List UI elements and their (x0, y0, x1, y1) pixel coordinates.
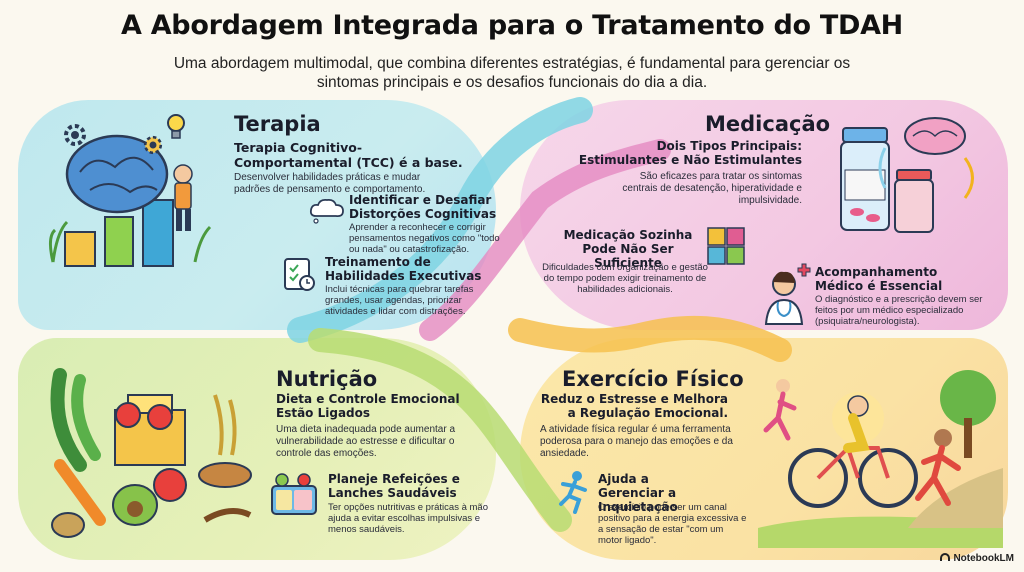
nutricao-item1-text: Ter opções nutritivas e práticas à mão a… (328, 502, 488, 535)
lunchbox-icon (271, 473, 317, 515)
checklist-icon (284, 258, 315, 291)
exercicio-item1-title: Ajuda a Gerenciar a Inquietação (598, 472, 678, 514)
medicacao-desc: São eficazes para tratar os sintomas cen… (622, 171, 802, 206)
terapia-title: Terapia (234, 112, 321, 136)
page-title: A Abordagem Integrada para o Tratamento … (121, 10, 903, 41)
terapia-item2-text: Inclui técnicas para quebrar tarefas gra… (325, 284, 474, 317)
brand-label: NotebookLM (953, 553, 1014, 564)
pill-bottles-icon (840, 117, 974, 233)
nutricao-item1-title: Planeje Refeições e Lanches Saudáveis (328, 472, 460, 500)
lightbulb-icon (167, 114, 185, 139)
medicacao-item1-title: Medicação Sozinha Pode Não Ser Suficient… (563, 228, 693, 270)
medicacao-item2-title: Acompanhamento Médico é Essencial (815, 265, 943, 293)
notebook-icon (940, 553, 951, 561)
terapia-item1-title: Identificar e Desafiar Distorções Cognit… (349, 193, 497, 221)
medicacao-item1-text: Dificuldades com organização e gestão do… (542, 262, 708, 295)
vegetables-icon (50, 368, 252, 538)
medicacao-title: Medicação (705, 112, 831, 136)
nutricao-desc: Uma dieta inadequada pode aumentar a vul… (276, 424, 456, 459)
page-subtitle: Uma abordagem multimodal, que combina di… (173, 55, 851, 91)
exercicio-item1-text: O exercício pode ser um canal positivo p… (598, 502, 747, 546)
runner-icon (559, 471, 587, 514)
thought-cloud-icon (309, 198, 344, 224)
medicacao-lead: Dois Tipos Principais: Estimulantes e Nã… (578, 139, 802, 167)
exercicio-desc: A atividade física regular é uma ferrame… (540, 424, 733, 459)
gear-icon (64, 124, 86, 146)
terapia-desc: Desenvolver habilidades práticas e mudar… (234, 172, 426, 195)
medical-cross-icon (797, 263, 811, 277)
terapia-item1-text: Aprender a reconhecer e corrigir pensame… (349, 222, 500, 255)
gear-icon (143, 135, 163, 155)
puzzle-icon (707, 227, 745, 265)
terapia-item2-title: Treinamento de Habilidades Executivas (325, 255, 482, 283)
exercicio-title: Exercício Físico (562, 367, 744, 391)
medicacao-item2-text: O diagnóstico e a prescrição devem ser f… (815, 294, 983, 327)
doctor-icon (764, 271, 804, 325)
nutricao-title: Nutrição (276, 367, 378, 391)
brand-logo: NotebookLM (940, 553, 1014, 564)
nutricao-lead: Dieta e Controle Emocional Estão Ligados (276, 392, 460, 420)
exercicio-lead: Reduz o Estresse e Melhora a Regulação E… (540, 392, 728, 420)
cyclist-icon (758, 370, 1003, 548)
brain-icon (48, 134, 212, 267)
terapia-lead: Terapia Cognitivo-Comportamental (TCC) é… (234, 140, 463, 170)
